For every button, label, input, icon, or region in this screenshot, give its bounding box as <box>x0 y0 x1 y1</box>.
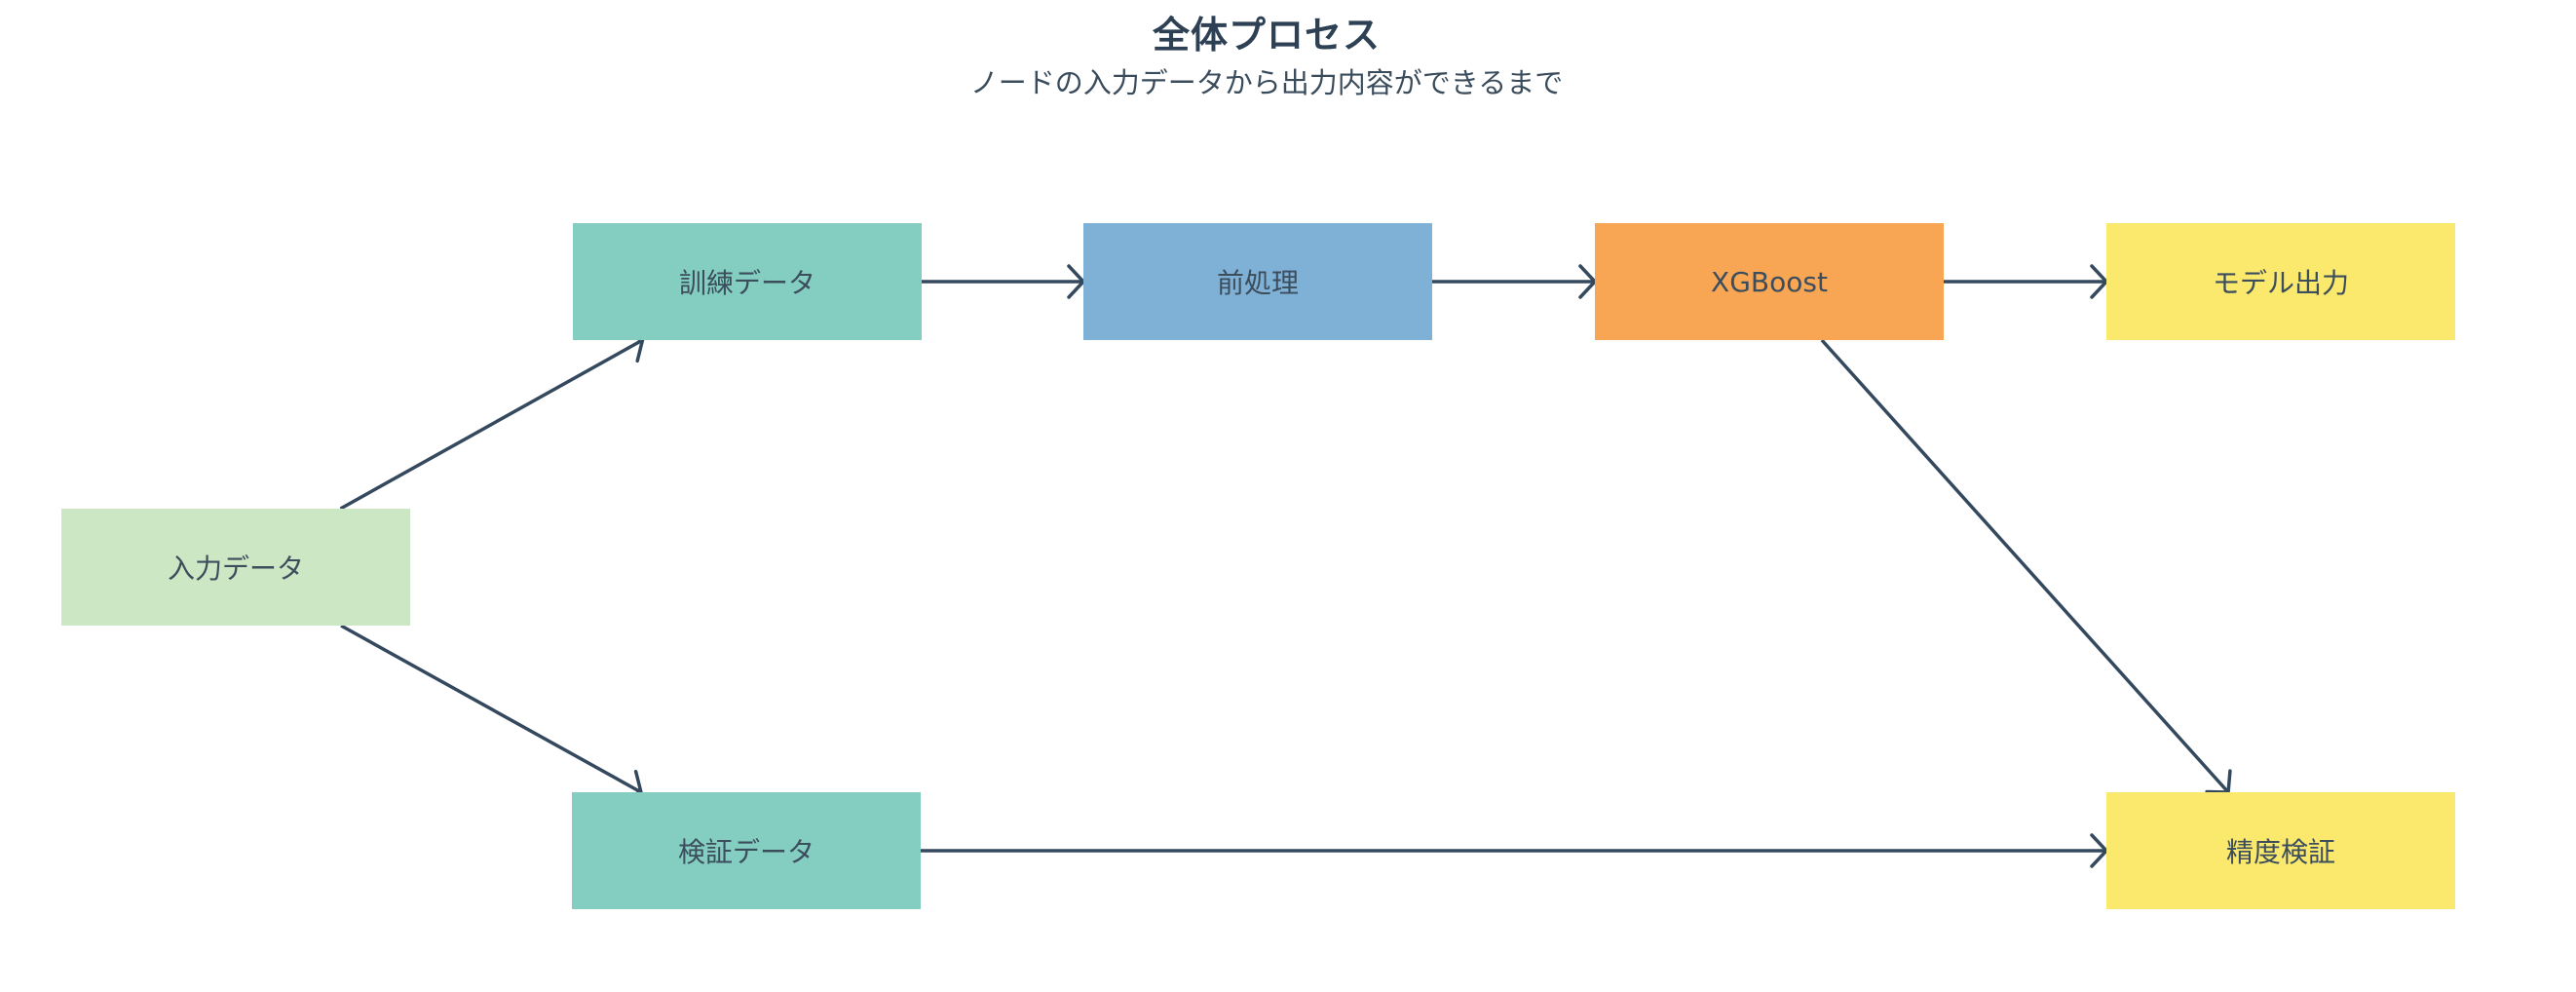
node-label: 精度検証 <box>2225 836 2335 868</box>
node-label: 検証データ <box>677 836 814 868</box>
node-training-data: 訓練データ <box>573 223 922 340</box>
edge-input-data-to-training-data <box>339 331 645 511</box>
node-label: モデル出力 <box>2212 267 2349 299</box>
edge-xgboost-to-accuracy-check <box>1820 338 2232 794</box>
node-input-data: 入力データ <box>61 509 410 626</box>
node-label: 訓練データ <box>678 267 815 299</box>
diagram-header: 全体プロセス ノードの入力データから出力内容ができるまで <box>0 14 2533 99</box>
edge-input-data-to-validation-data <box>340 624 644 801</box>
node-model-output: モデル出力 <box>2106 223 2455 340</box>
node-label: 入力データ <box>167 553 304 585</box>
node-preprocessing: 前処理 <box>1083 223 1432 340</box>
node-label: XGBoost <box>1711 265 1828 298</box>
node-validation-data: 検証データ <box>572 792 921 909</box>
node-xgboost: XGBoost <box>1595 223 1944 340</box>
node-accuracy-check: 精度検証 <box>2106 792 2455 909</box>
diagram-subtitle: ノードの入力データから出力内容ができるまで <box>969 66 1564 99</box>
diagram-title: 全体プロセス <box>1152 14 1381 57</box>
node-label: 前処理 <box>1216 267 1299 299</box>
